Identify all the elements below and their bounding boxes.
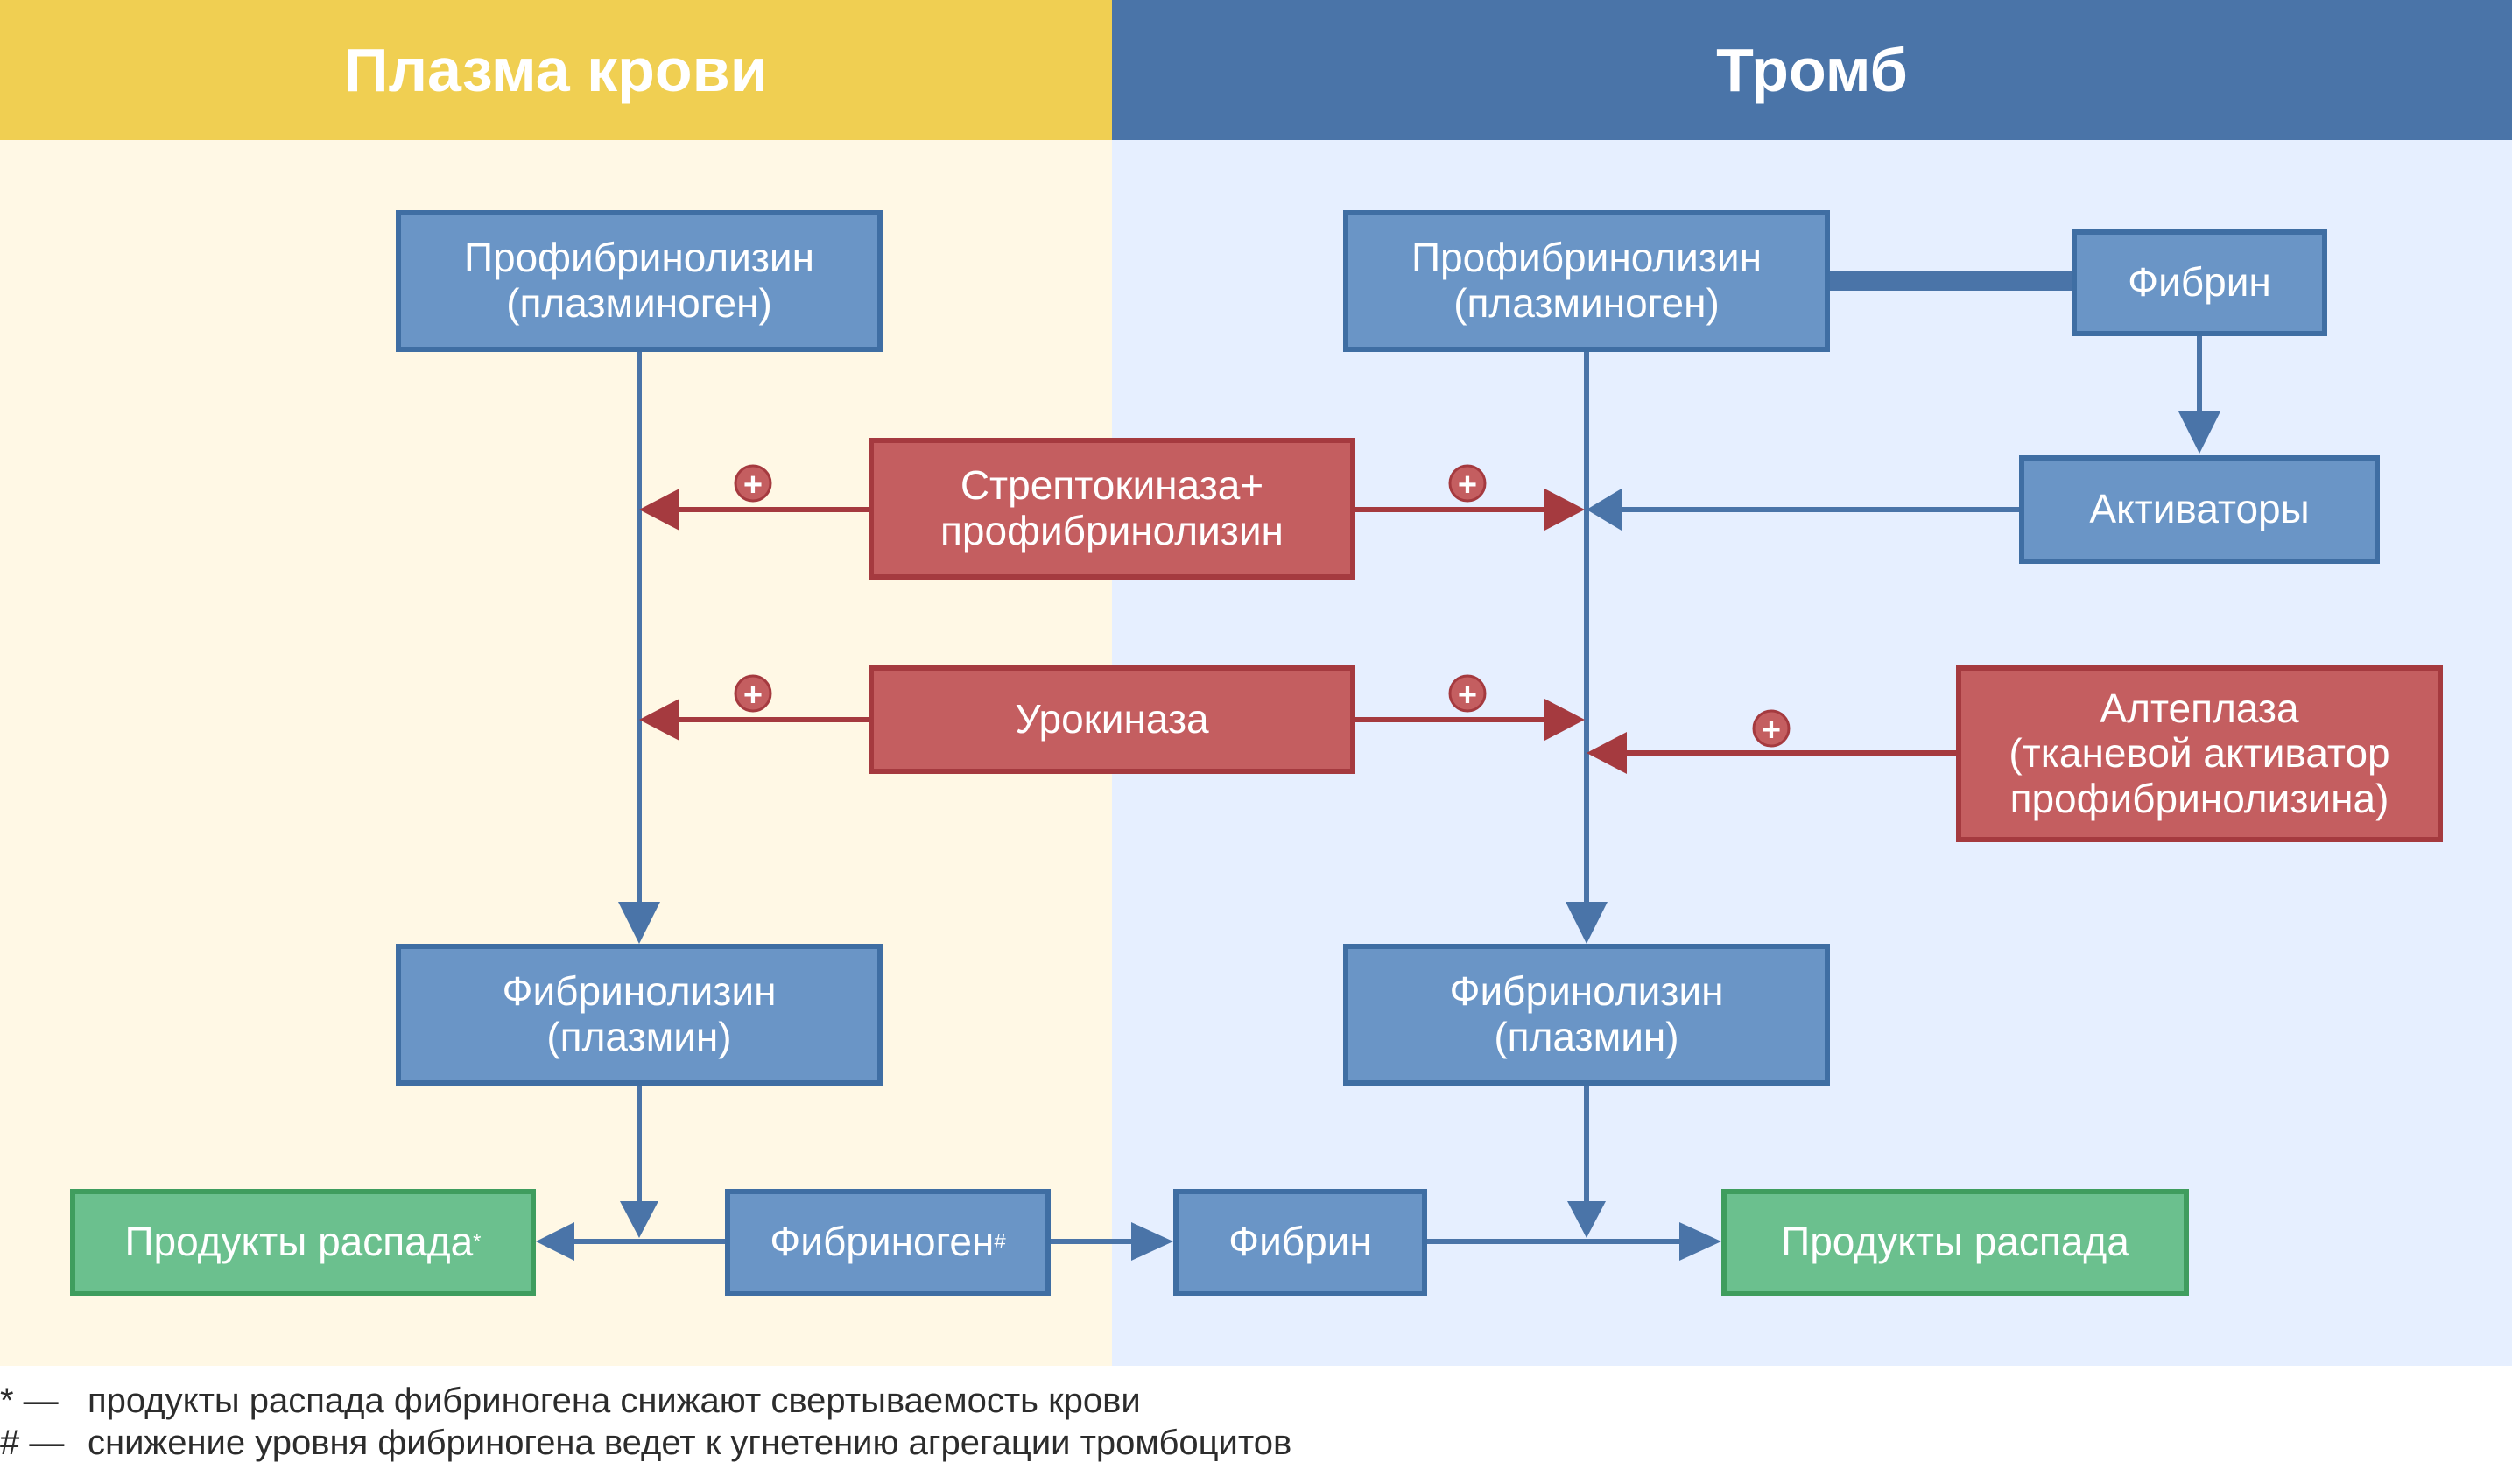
svg-text:+: + [1762,712,1781,749]
plus-icon: + [1752,709,1791,749]
fibrin-down-arrowhead [2178,411,2220,454]
urokinase-label: Урокиназа [1015,696,1209,742]
fibrin-bottom-label: Фибрин [1228,1219,1372,1265]
thrombus-profibrinolysin-box: Профибринолизин (плазминоген) [1343,210,1830,352]
urokinase-left-arrowhead [639,699,679,741]
plasma-header: Плазма крови [0,0,1112,140]
thrombus-profibrinolysin-label: Профибринолизин (плазминоген) [1411,235,1763,326]
footnote-asterisk-mark: * — [0,1382,59,1420]
footnote-asterisk: * — продукты распада фибриногена снижают … [0,1382,1141,1421]
fibrin-bottom-box: Фибрин [1173,1189,1427,1296]
footnote-hash-text: снижение уровня фибриногена ведет к угне… [88,1424,1292,1462]
fibrin-bottom-arrowhead [1131,1222,1173,1261]
plus-icon: + [1448,674,1487,714]
thrombus-degradation-box: Продукты распада [1721,1189,2189,1296]
thrombus-fibrinolysin-label: Фибринолизин (плазмин) [1449,968,1724,1059]
asterisk-mark: * [473,1229,482,1254]
plasma-profibrinolysin-box: Профибринолизин (плазминоген) [396,210,883,352]
plus-icon: + [1448,464,1487,503]
fibrin-top-box: Фибрин [2072,229,2327,336]
activators-label: Активаторы [2089,486,2310,532]
thrombus-fibrinolysin-box: Фибринолизин (плазмин) [1343,944,1830,1086]
streptokinase-left-arrowhead [639,489,679,531]
streptokinase-label: Стрептокиназа+ профибринолизин [940,462,1284,553]
svg-text:+: + [1458,467,1477,503]
plasma-fibrinolysin-box: Фибринолизин (плазмин) [396,944,883,1086]
thrombus-degradation-label: Продукты распада [1781,1219,2129,1265]
plasma-header-title: Плазма крови [344,36,768,104]
footnote-hash: # — снижение уровня фибриногена ведет к у… [0,1424,1291,1463]
thrombus-header-title: Тромб [1716,36,1908,104]
degradation-right-arrowhead [1679,1222,1721,1261]
fibrinogen-box: Фибриноген# [725,1189,1051,1296]
thrombus-down-arrowhead [1566,902,1608,944]
plus-icon: + [734,464,772,503]
degradation-left-arrowhead [536,1222,574,1261]
profibrinolysin-fibrin-link [1826,271,2073,291]
plasma-down-arrowhead [618,902,660,944]
hash-mark: # [994,1229,1006,1254]
alteplase-box: Алтеплаза (тканевой активатор профибрино… [1956,665,2443,842]
footnote-asterisk-text: продукты распада фибриногена снижают све… [88,1382,1141,1420]
activators-box: Активаторы [2019,455,2380,564]
fibrinogen-label: Фибриноген [770,1219,995,1265]
svg-text:+: + [743,677,763,714]
svg-text:+: + [743,467,763,503]
plasma-lower-arrowhead [620,1201,658,1238]
plus-icon: + [734,674,772,714]
plasma-profibrinolysin-label: Профибринолизин (плазминоген) [463,235,815,326]
thrombus-lower-arrowhead [1567,1201,1606,1238]
streptokinase-box: Стрептокиназа+ профибринолизин [869,438,1355,580]
footnote-hash-mark: # — [0,1424,65,1462]
svg-text:+: + [1458,677,1477,714]
plasma-fibrinolysin-label: Фибринолизин (плазмин) [502,968,777,1059]
urokinase-box: Урокиназа [869,665,1355,774]
alteplase-label: Алтеплаза (тканевой активатор профибрино… [2009,685,2390,821]
thrombus-header: Тромб [1112,0,2512,140]
plasma-degradation-box: Продукты распада* [70,1189,536,1296]
alteplase-arrowhead [1587,732,1627,774]
activators-arrowhead [1587,489,1622,531]
plasma-degradation-label: Продукты распада [124,1219,474,1265]
urokinase-right-arrowhead [1544,699,1585,741]
fibrin-top-label: Фибрин [2128,259,2271,306]
streptokinase-right-arrowhead [1544,489,1585,531]
